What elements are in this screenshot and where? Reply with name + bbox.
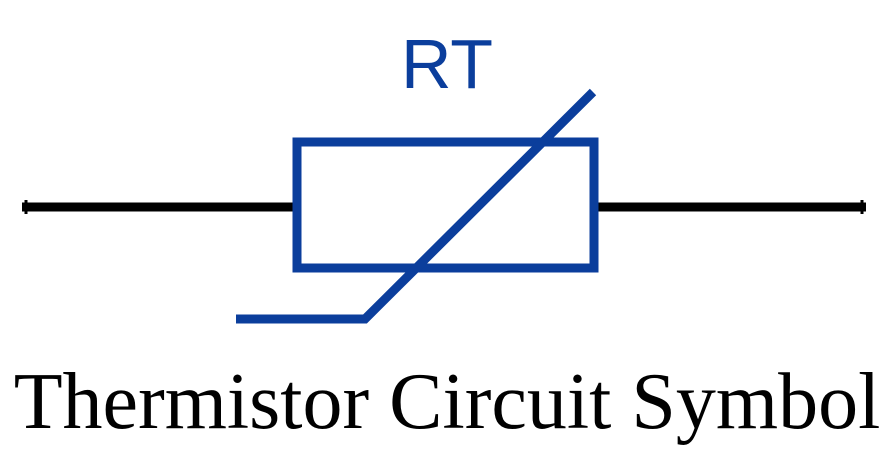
component-label: RT xyxy=(401,25,493,103)
thermistor-slash xyxy=(236,88,597,324)
resistor-body xyxy=(292,137,599,273)
diagram-caption: Thermistor Circuit Symbol xyxy=(14,358,881,446)
